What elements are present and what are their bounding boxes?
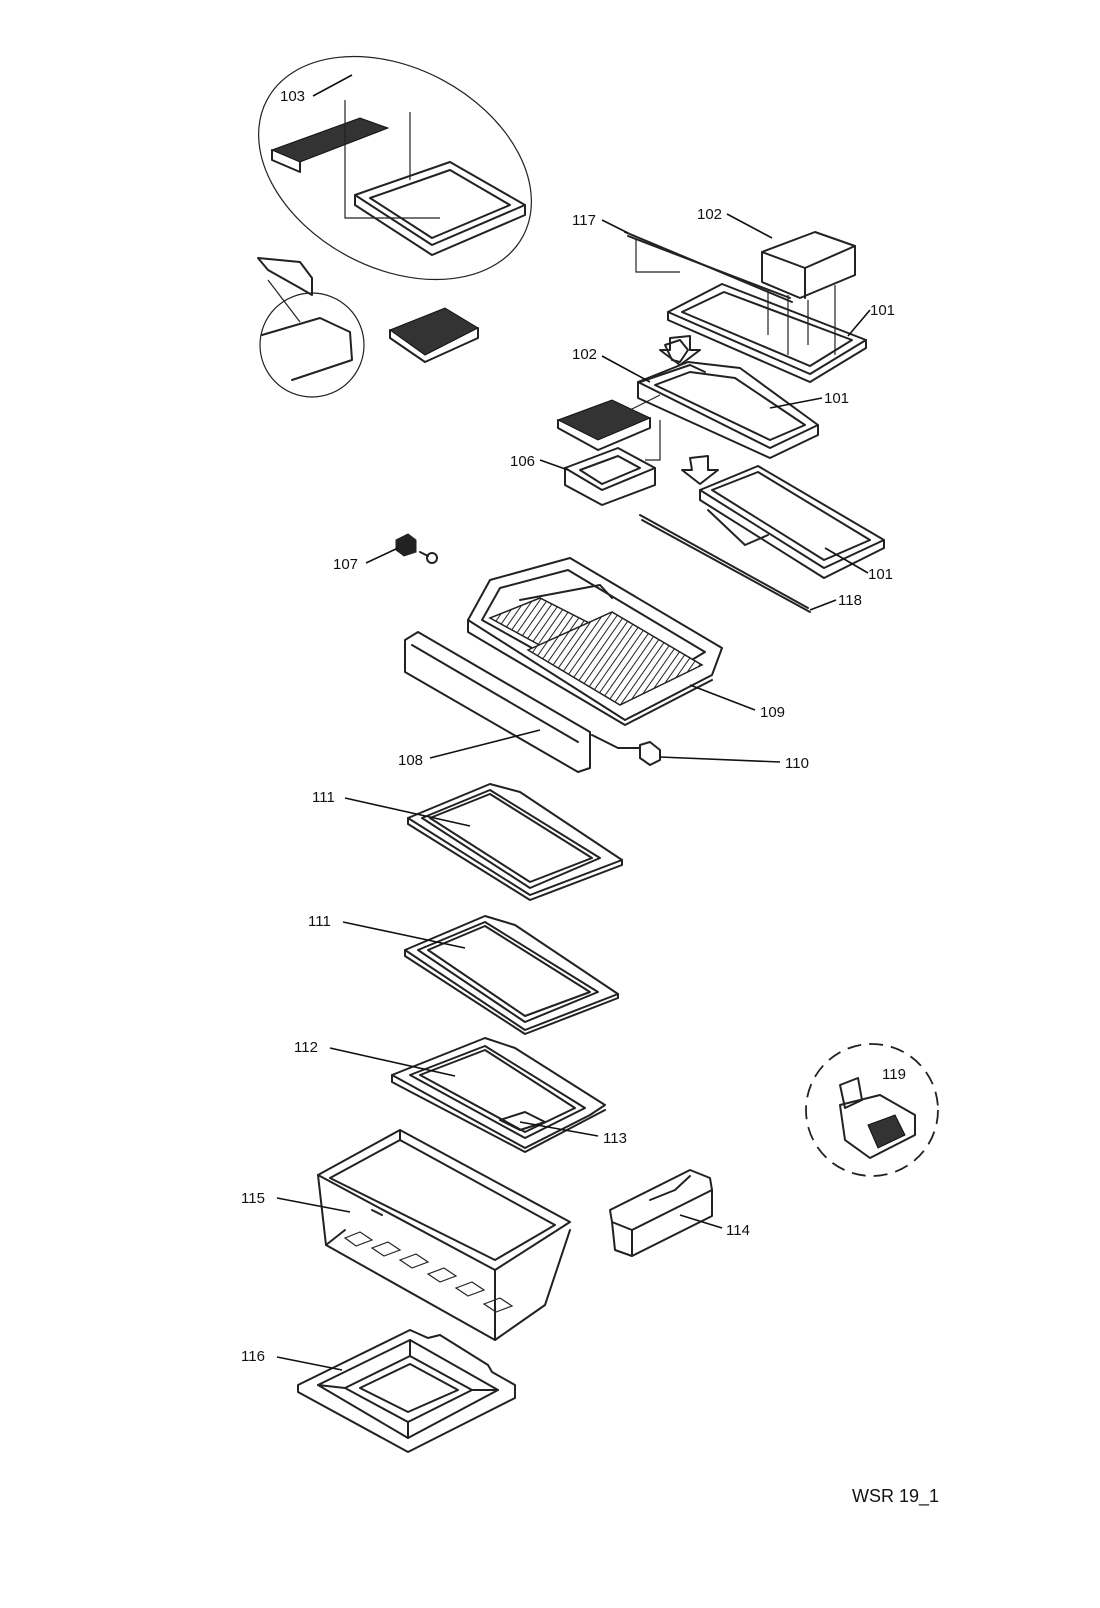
callout-labels: 103 117 102 101 102 101 106 101 107 118 … xyxy=(241,88,906,1365)
callout-102: 102 xyxy=(697,206,722,223)
crisper-drawer xyxy=(317,1129,571,1341)
door-bin xyxy=(609,1169,713,1257)
callout-111: 111 xyxy=(312,789,335,806)
leader-lines xyxy=(276,74,871,1371)
knob-part xyxy=(639,741,661,766)
chiller-drawer xyxy=(467,557,723,726)
callout-109: 109 xyxy=(760,704,785,721)
glass-shelf-1 xyxy=(407,783,623,901)
middle-freezer-shelf xyxy=(556,335,819,506)
callout-114: 114 xyxy=(726,1222,750,1239)
part-119-detail xyxy=(805,1043,939,1177)
glass-shelf-2 xyxy=(404,915,619,1035)
callout-101: 101 xyxy=(868,566,893,583)
callout-115: 115 xyxy=(241,1190,265,1207)
ice-tray-assembly xyxy=(258,55,532,281)
drawer-front-panel xyxy=(404,631,641,773)
callout-101: 101 xyxy=(824,390,849,407)
callout-107: 107 xyxy=(333,556,358,573)
diagram-code: WSR 19_1 xyxy=(852,1486,939,1507)
callout-112: 112 xyxy=(294,1039,318,1056)
bracket-detail xyxy=(257,257,480,398)
callout-119: 119 xyxy=(882,1066,906,1083)
callout-111: 111 xyxy=(308,913,331,930)
callout-113: 113 xyxy=(603,1130,627,1147)
crisper-cover-shelf xyxy=(391,1037,606,1153)
callout-103: 103 xyxy=(280,88,305,105)
clip-part xyxy=(395,533,438,564)
callout-116: 116 xyxy=(241,1348,265,1365)
callout-110: 110 xyxy=(785,755,809,772)
callout-118: 118 xyxy=(838,592,862,609)
callout-108: 108 xyxy=(398,752,423,769)
callout-102: 102 xyxy=(572,346,597,363)
callout-106: 106 xyxy=(510,453,535,470)
callout-101: 101 xyxy=(870,302,895,319)
lower-freezer-shelf xyxy=(639,455,885,613)
crisper-base-tray xyxy=(297,1329,516,1453)
callout-117: 117 xyxy=(572,212,596,229)
upper-freezer-shelf xyxy=(624,231,867,383)
